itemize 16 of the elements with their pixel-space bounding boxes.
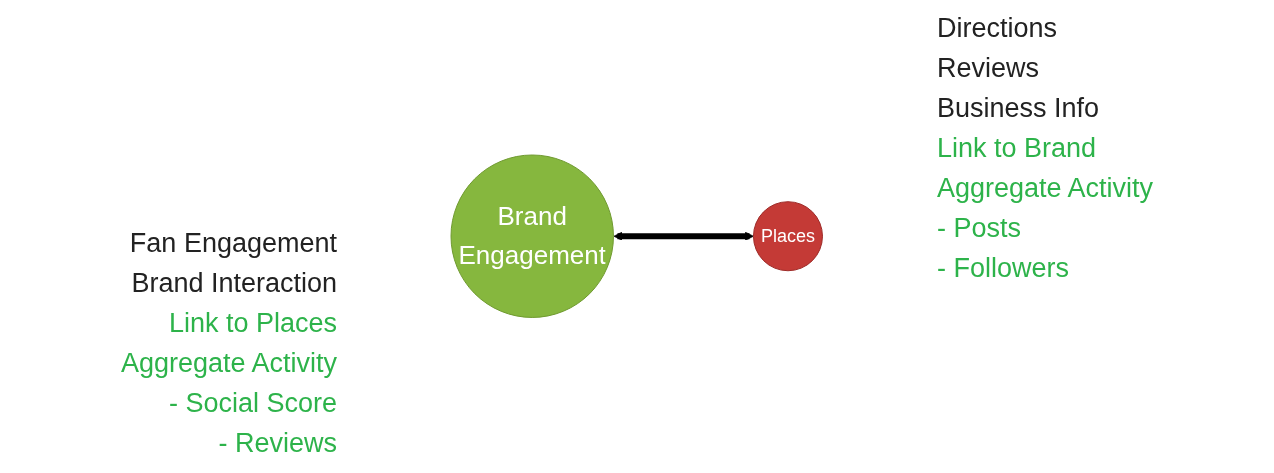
feature-text: Link to Brand bbox=[937, 132, 1098, 165]
node-circle: Places bbox=[753, 201, 824, 272]
feature-text: Directions bbox=[937, 12, 1059, 45]
feature-text: Aggregate Activity bbox=[120, 347, 337, 380]
feature-text: Aggregate Activity bbox=[937, 172, 1154, 205]
node-circle: Brand Engagement bbox=[450, 154, 615, 319]
feature-text: Business Info bbox=[937, 92, 1101, 125]
feature-text: Brand Interaction bbox=[130, 267, 337, 300]
feature-text: Fan Engagement bbox=[128, 227, 337, 260]
feature-text: - Followers bbox=[937, 252, 1071, 285]
feature-text: - Social Score bbox=[167, 387, 337, 420]
feature-text: Reviews bbox=[937, 52, 1041, 85]
arrow bbox=[613, 232, 755, 241]
feature-text: - Posts bbox=[937, 212, 1023, 245]
feature-text: Link to Places bbox=[167, 307, 337, 340]
feature-text: - Reviews bbox=[217, 427, 337, 460]
